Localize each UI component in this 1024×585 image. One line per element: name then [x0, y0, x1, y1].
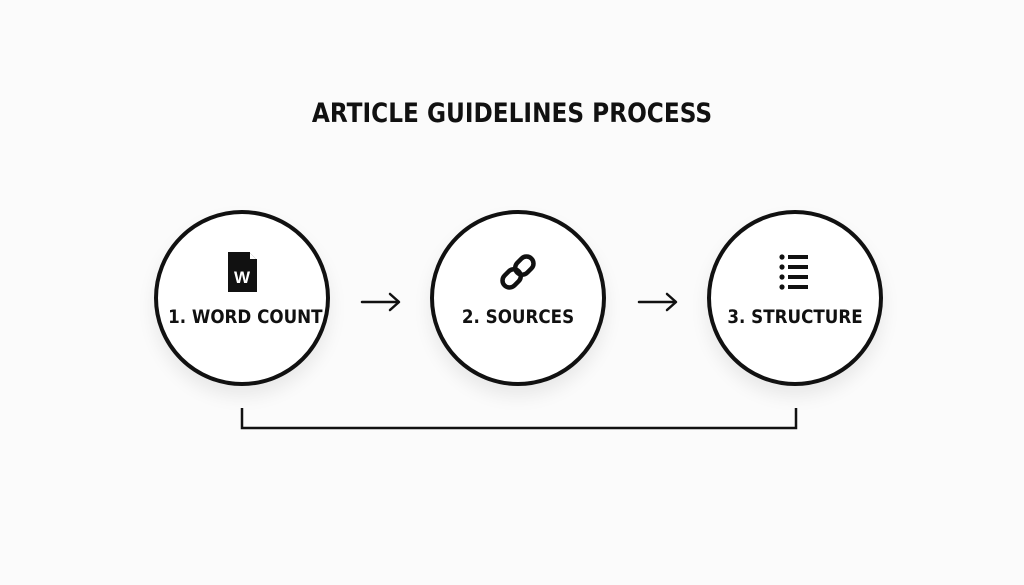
step-label-structure: 3. STRUCTURE — [727, 306, 863, 328]
step-node-word-count: W 1. WORD COUNT — [154, 210, 330, 386]
word-document-icon-letter: W — [234, 268, 251, 287]
step-label-word-count: 1. WORD COUNT — [168, 306, 323, 328]
arrow-right-icon — [637, 292, 679, 312]
bulleted-list-icon — [775, 250, 815, 294]
step-node-sources: 2. SOURCES — [430, 210, 606, 386]
link-chain-icon — [498, 250, 538, 294]
bottom-connector-bracket — [240, 408, 798, 432]
word-document-icon: W — [222, 250, 262, 294]
arrow-right-icon — [360, 292, 402, 312]
diagram-title: ARTICLE GUIDELINES PROCESS — [311, 98, 713, 129]
step-node-structure: 3. STRUCTURE — [707, 210, 883, 386]
step-label-sources: 2. SOURCES — [461, 306, 575, 328]
